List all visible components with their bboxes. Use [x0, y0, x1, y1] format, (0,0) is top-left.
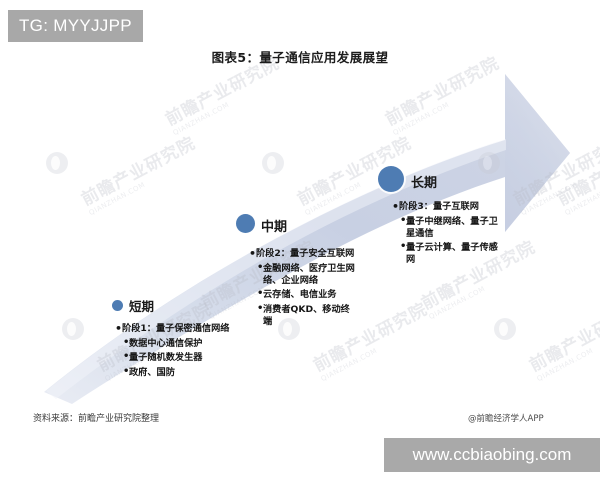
stage-bullet-list-mid: 阶段2：量子安全互联网 金融网络、医疗卫生网络、企业网络 云存储、电信业务 消费… — [249, 247, 356, 328]
bullet-item: 阶段3：量子互联网 量子中继网络、量子卫星通信 量子云计算、量子传感网 — [392, 200, 500, 266]
sub-bullet-list: 数据中心通信保护 量子随机数发生器 政府、国防 — [122, 337, 240, 379]
stage-label-mid: 中期 — [261, 220, 288, 235]
stage-marker-dot-icon — [112, 300, 123, 311]
stage-header-mid: 中期 — [236, 214, 356, 240]
stage-bullet-list-long: 阶段3：量子互联网 量子中继网络、量子卫星通信 量子云计算、量子传感网 — [392, 200, 500, 266]
stage-block-mid: 中期 阶段2：量子安全互联网 金融网络、医疗卫生网络、企业网络 云存储、电信业务… — [236, 214, 356, 331]
sub-bullet-list: 金融网络、医疗卫生网络、企业网络 云存储、电信业务 消费者QKD、移动终端 — [256, 262, 356, 328]
stage-header-long: 长期 — [378, 166, 500, 192]
sub-bullet-item: 数据中心通信保护 — [123, 337, 240, 350]
sub-bullet-item: 政府、国防 — [123, 366, 240, 379]
sub-bullet-list: 量子中继网络、量子卫星通信 量子云计算、量子传感网 — [399, 215, 500, 266]
bullet-label: 阶段2：量子安全互联网 — [256, 248, 355, 259]
stage-label-long: 长期 — [411, 176, 438, 191]
sub-bullet-item: 金融网络、医疗卫生网络、企业网络 — [257, 262, 356, 287]
source-note: 资料来源：前瞻产业研究院整理 — [33, 414, 160, 424]
sub-bullet-item: 量子随机数发生器 — [123, 351, 240, 364]
stage-bullet-list-short: 阶段1：量子保密通信网络 数据中心通信保护 量子随机数发生器 政府、国防 — [115, 322, 240, 379]
bullet-label: 阶段1：量子保密通信网络 — [122, 323, 230, 334]
bullet-label: 阶段3：量子互联网 — [399, 201, 479, 212]
stage-label-short: 短期 — [129, 299, 155, 314]
sub-bullet-item: 云存储、电信业务 — [257, 288, 356, 301]
stage-header-short: 短期 — [112, 297, 240, 323]
bullet-item: 阶段2：量子安全互联网 金融网络、医疗卫生网络、企业网络 云存储、电信业务 消费… — [249, 247, 356, 328]
stage-marker-dot-icon — [236, 214, 255, 233]
app-credit: @前瞻经济学人APP — [468, 414, 544, 424]
sub-bullet-item: 量子中继网络、量子卫星通信 — [400, 215, 500, 240]
site-watermark-tag: www.ccbiaobing.com — [384, 438, 600, 472]
stage-block-long: 长期 阶段3：量子互联网 量子中继网络、量子卫星通信 量子云计算、量子传感网 — [378, 166, 500, 269]
tg-watermark-tag: TG: MYYJJPP — [8, 10, 143, 42]
stage-block-short: 短期 阶段1：量子保密通信网络 数据中心通信保护 量子随机数发生器 政府、国防 — [112, 297, 240, 381]
sub-bullet-item: 消费者QKD、移动终端 — [257, 303, 356, 328]
page-title: 图表5：量子通信应用发展展望 — [211, 50, 389, 65]
sub-bullet-item: 量子云计算、量子传感网 — [400, 241, 500, 266]
stage-marker-dot-icon — [378, 166, 404, 192]
bullet-item: 阶段1：量子保密通信网络 数据中心通信保护 量子随机数发生器 政府、国防 — [115, 322, 240, 379]
